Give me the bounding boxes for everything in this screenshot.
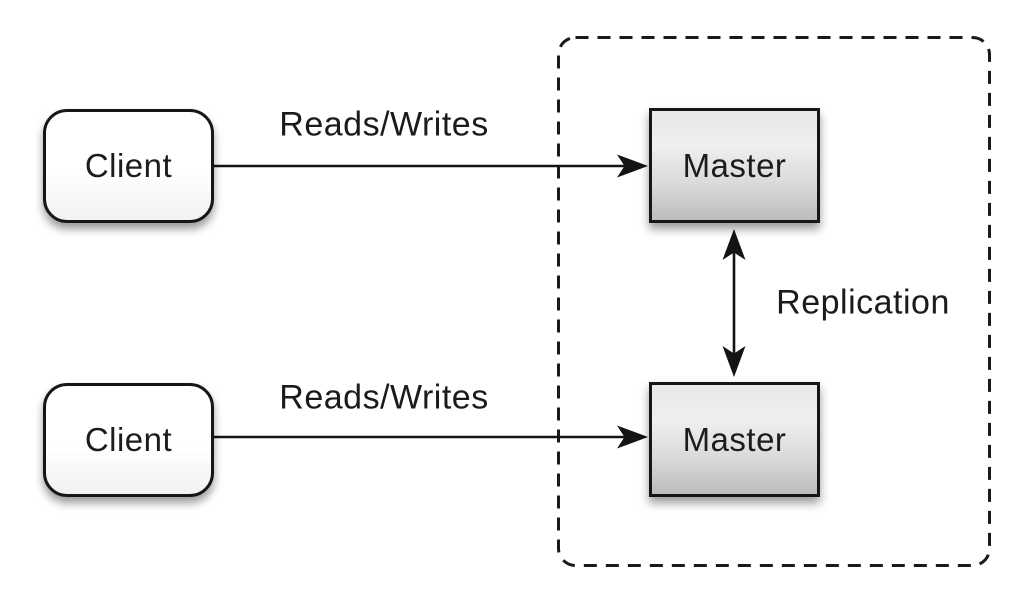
replication-zone-border bbox=[557, 36, 991, 567]
edge-client2-to-master2 bbox=[214, 425, 648, 449]
node-master-1: Master bbox=[649, 108, 820, 223]
edge-label-replication: Replication bbox=[776, 283, 950, 322]
node-client-1-label: Client bbox=[84, 147, 173, 184]
edge-label-reads-writes-1: Reads/Writes bbox=[279, 105, 489, 144]
arrowhead-right-icon bbox=[617, 154, 648, 178]
node-master-2: Master bbox=[649, 382, 820, 497]
node-master-2-label: Master bbox=[682, 420, 787, 458]
node-client-1: Client bbox=[43, 109, 214, 223]
edge-label-reads-writes-2: Reads/Writes bbox=[279, 378, 489, 417]
edge-client1-to-master1 bbox=[214, 154, 648, 178]
node-client-2: Client bbox=[43, 383, 214, 497]
node-client-2-label: Client bbox=[84, 421, 173, 458]
edge-master1-to-master2 bbox=[722, 229, 746, 377]
arrowhead-down-icon bbox=[722, 346, 746, 377]
node-master-1-label: Master bbox=[682, 146, 787, 184]
arrowhead-right-icon bbox=[617, 425, 648, 449]
arrowhead-up-icon bbox=[722, 229, 746, 260]
